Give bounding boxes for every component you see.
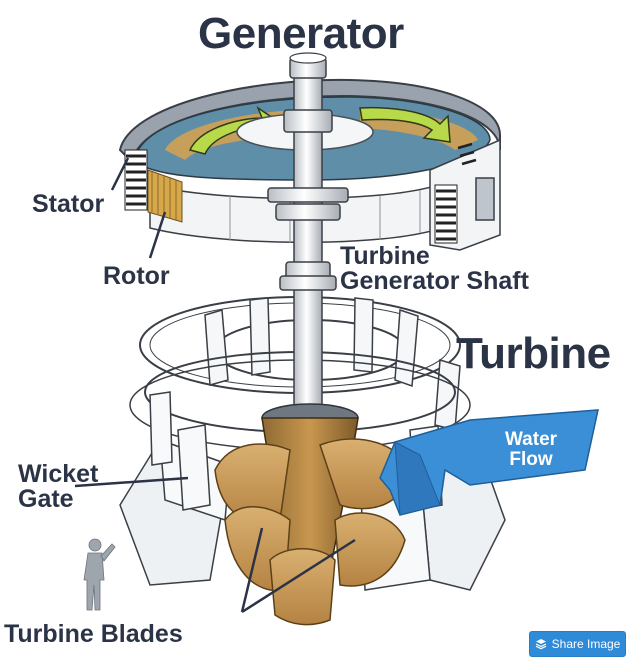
title-generator: Generator bbox=[198, 9, 404, 58]
wicket-vane-front bbox=[177, 424, 211, 511]
share-image-button[interactable]: Share Image bbox=[529, 631, 626, 657]
share-image-label: Share Image bbox=[551, 637, 621, 651]
label-water-line2: Flow bbox=[509, 449, 553, 470]
label-rotor: Rotor bbox=[103, 262, 170, 290]
person-scale-icon bbox=[83, 538, 116, 611]
label-turbine-blades: Turbine Blades bbox=[4, 620, 183, 648]
rotor-poles bbox=[147, 169, 183, 223]
label-wicket-line2: Gate bbox=[18, 485, 74, 513]
turbine-generator-shaft bbox=[267, 52, 349, 433]
water-flow-arrow bbox=[379, 409, 599, 516]
label-shaft-line2: Generator Shaft bbox=[340, 267, 529, 295]
label-shaft-line1: Turbine bbox=[340, 242, 430, 270]
rotation-arrow-right bbox=[359, 106, 451, 143]
label-water-line1: Water bbox=[504, 429, 558, 450]
turbine-blade bbox=[269, 548, 336, 626]
label-wicket-line1: Wicket bbox=[18, 460, 99, 488]
title-turbine: Turbine bbox=[456, 329, 611, 378]
layers-icon bbox=[535, 639, 546, 650]
leader-lines bbox=[74, 157, 356, 614]
turbine-blade bbox=[334, 512, 406, 587]
label-stator: Stator bbox=[32, 190, 105, 218]
